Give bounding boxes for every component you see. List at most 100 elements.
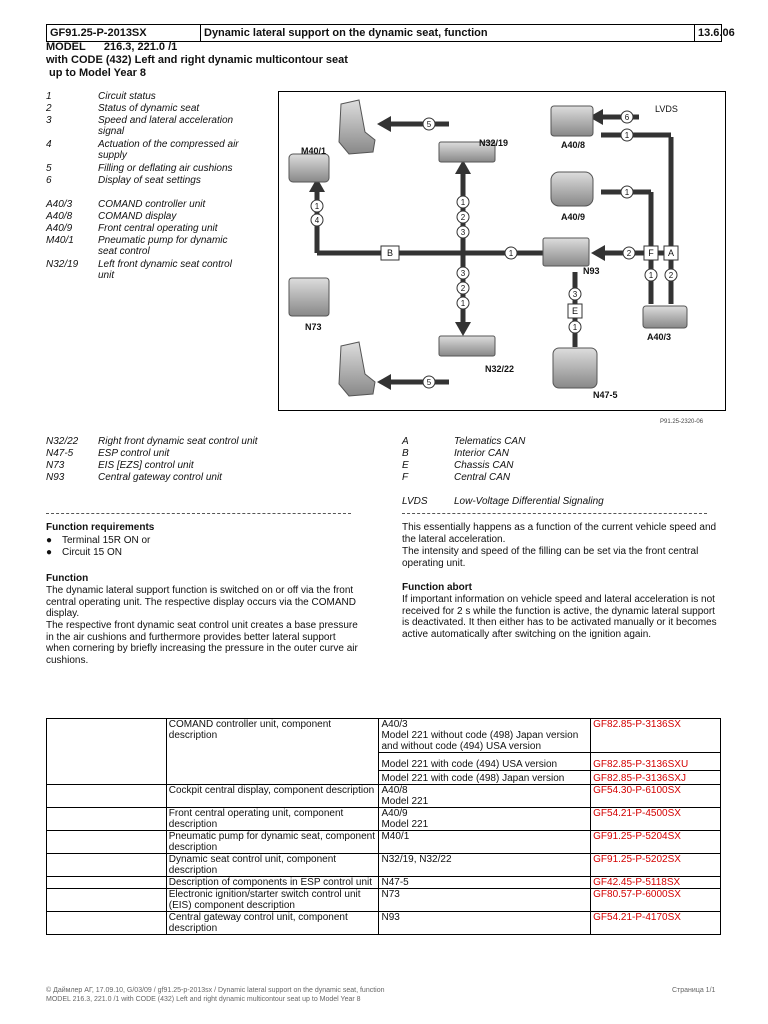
table-cell-ref[interactable]: GF91.25-P-5202SX (590, 853, 721, 877)
table-cell-empty (46, 718, 167, 785)
circle-1-label: 1 (315, 202, 320, 211)
component-table: COMAND controller unit, component descri… (46, 718, 721, 935)
circle-2-label: 2 (461, 284, 466, 293)
m40-1-label: M40/1 (301, 146, 326, 156)
requirement-text: Terminal 15R ON or (62, 535, 151, 546)
legend-value: COMAND controller unit (98, 199, 206, 210)
table-row: COMAND controller unit, component descri… (46, 718, 721, 785)
n32-22-graphic (438, 335, 496, 357)
legend-key: 2 (46, 103, 52, 114)
legend-key: A40/8 (46, 211, 73, 222)
table-cell-ref[interactable]: GF42.45-P-5118SX (590, 876, 721, 889)
table-cell-ref[interactable]: GF82.85-P-3136SXJ (590, 770, 721, 785)
legend-key: E (402, 460, 409, 471)
table-cell-code: N32/19, N32/22 (378, 853, 592, 877)
circle-1-label: 1 (573, 323, 578, 332)
table-cell-desc: Pneumatic pump for dynamic seat, compone… (165, 830, 380, 854)
table-row: Model 221 with code (498) Japan version … (47, 770, 721, 785)
legend-value: Front central operating unit (98, 223, 218, 234)
legend-value: Low-Voltage Differential Signaling (454, 496, 604, 507)
legend-value: Chassis CAN (454, 460, 514, 471)
table-row: Cockpit central display, component descr… (46, 784, 721, 808)
seat-right-graphic (338, 341, 376, 397)
legend-key: M40/1 (46, 235, 74, 246)
legend-key: A40/3 (46, 199, 73, 210)
legend-key: N32/22 (46, 436, 79, 447)
table-cell-code: A40/3 Model 221 without code (498) Japan… (378, 718, 592, 753)
legend-key: F (402, 472, 409, 483)
n32-19-label: N32/19 (479, 138, 508, 148)
circle-2-label: 2 (627, 249, 632, 258)
legend-key: B (402, 448, 409, 459)
table-row: Central gateway control unit, component … (46, 911, 721, 935)
lvds-label: LVDS (655, 104, 678, 114)
bus-b-label: B (387, 248, 393, 258)
n32-22-label: N32/22 (485, 364, 514, 374)
footer-page: Страница 1/1 (672, 987, 716, 994)
legend-value: Central CAN (454, 472, 511, 483)
legend-key: 1 (46, 91, 52, 102)
legend-value: Central gateway control unit (98, 472, 222, 483)
table-cell-ref[interactable]: GF82.85-P-3136SX (590, 718, 721, 753)
table-cell-ref[interactable]: GF54.21-P-4500SX (590, 807, 721, 831)
legend-key: N47-5 (46, 448, 74, 459)
function-paragraph-2: The respective front dynamic seat contro… (46, 620, 358, 666)
n73-label: N73 (305, 322, 322, 332)
table-cell-desc: COMAND controller unit, component descri… (165, 718, 380, 785)
function-paragraph-1: The dynamic lateral support function is … (46, 585, 356, 620)
legend-value: Filling or deflating air cushions (98, 163, 233, 174)
table-cell-code: A40/9 Model 221 (378, 807, 592, 831)
table-row: Electronic ignition/starter switch contr… (46, 888, 721, 912)
table-cell-empty (46, 830, 167, 854)
bus-f-label: F (648, 248, 654, 258)
table-cell-ref[interactable]: GF82.85-P-3136SXU (590, 752, 721, 771)
bus-e-label: E (572, 306, 578, 316)
table-cell-code: A40/8 Model 221 (378, 784, 592, 808)
legend-value: Right front dynamic seat control unit (98, 436, 258, 447)
seat-left-graphic (338, 99, 376, 155)
legend-key: 4 (46, 139, 52, 150)
circle-1-label: 1 (461, 299, 466, 308)
separator-right (402, 513, 707, 514)
footer-line-1: © Даймлер АГ, 17.09.10, G/03/09 / gf91.2… (46, 987, 385, 994)
table-cell-desc: Electronic ignition/starter switch contr… (165, 888, 380, 912)
requirements-list: ●Terminal 15R ON or ●Circuit 15 ON (46, 535, 366, 558)
network-diagram: 4 1 1 2 3 3 2 1 1 2 6 1 1 1 2 3 1 5 5 (278, 91, 726, 411)
right-paragraph-2: The intensity and speed of the filling c… (402, 546, 699, 569)
model-line-2: with CODE (432) Left and right dynamic m… (46, 54, 348, 66)
circle-3-label: 3 (461, 269, 466, 278)
table-cell-empty (46, 784, 167, 808)
table-cell-empty (46, 853, 167, 877)
a40-9-label: A40/9 (561, 212, 585, 222)
circle-4-label: 4 (315, 216, 320, 225)
table-cell-empty (46, 807, 167, 831)
n47-5-label: N47-5 (593, 390, 618, 400)
requirement-item: ●Circuit 15 ON (46, 546, 123, 558)
legend-value: Left front dynamic seat control unit (98, 259, 232, 282)
table-row: Dynamic seat control unit, component des… (46, 853, 721, 877)
table-cell-ref[interactable]: GF80.57-P-6000SX (590, 888, 721, 912)
table-cell-ref[interactable]: GF91.25-P-5204SX (590, 830, 721, 854)
requirement-text: Circuit 15 ON (62, 546, 123, 558)
table-cell-desc: Central gateway control unit, component … (165, 911, 380, 935)
doc-title: Dynamic lateral support on the dynamic s… (201, 25, 695, 41)
controller-graphic (642, 305, 688, 329)
legend-key: N32/19 (46, 259, 79, 270)
legend-value: Speed and lateral acceleration signal (98, 115, 234, 138)
legend-value: Interior CAN (454, 448, 510, 459)
circle-1-label: 1 (649, 271, 654, 280)
legend-key: N93 (46, 472, 65, 483)
table-cell-code: N73 (378, 888, 592, 912)
table-cell-code: Model 221 with code (494) USA version (378, 752, 592, 771)
requirement-item: ●Terminal 15R ON or (46, 535, 151, 546)
doc-date: 13.6.06 (698, 27, 735, 39)
requirements-heading: Function requirements (46, 522, 155, 533)
circle-1-label: 1 (625, 188, 630, 197)
display-graphic (550, 105, 594, 137)
table-row: Front central operating unit, component … (46, 807, 721, 831)
table-row: Pneumatic pump for dynamic seat, compone… (46, 830, 721, 854)
eis-graphic (288, 277, 330, 317)
table-cell-ref[interactable]: GF54.30-P-6100SX (590, 784, 721, 808)
table-cell-ref[interactable]: GF54.21-P-4170SX (590, 911, 721, 935)
model-line-1: MODEL 216.3, 221.0 /1 (46, 41, 178, 53)
